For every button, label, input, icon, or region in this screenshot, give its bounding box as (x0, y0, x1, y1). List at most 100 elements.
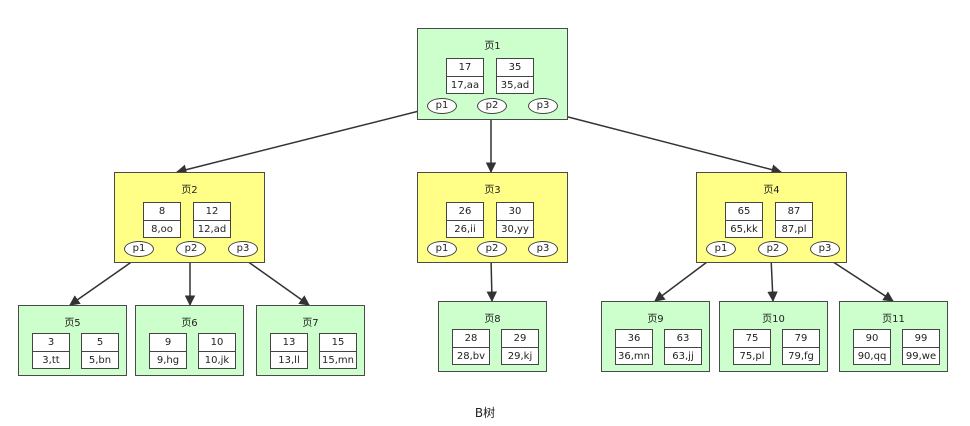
key-value: 13 (271, 334, 307, 352)
key-value: 75 (734, 330, 770, 348)
record-value: 79,fg (788, 351, 814, 362)
key-cell: 90 90,qq (853, 329, 891, 365)
key-cell: 26 26,ii (446, 202, 484, 238)
record-value: 29,kj (507, 351, 533, 362)
key-value: 99 (903, 330, 939, 348)
page-5: 页5 3 3,tt 5 5,bn (18, 305, 127, 376)
key-cell: 15 15,mn (319, 333, 357, 369)
key-cell: 87 87,pl (775, 202, 813, 238)
page-title: 页9 (647, 314, 664, 325)
key-value: 10 (199, 334, 235, 352)
pointer-p1: p1 (427, 241, 457, 257)
record-value: 9,hg (156, 355, 180, 366)
page-9: 页9 36 36,mn 63 63,jj (601, 301, 710, 372)
key-value: 12 (194, 203, 230, 221)
record-value: 13,ll (278, 355, 300, 366)
record-value: 3,tt (42, 355, 60, 366)
pointer-p1: p1 (124, 241, 154, 257)
record-value: 36,mn (618, 351, 650, 362)
key-cell: 13 13,ll (270, 333, 308, 369)
page-7: 页7 13 13,ll 15 15,mn (256, 305, 365, 376)
key-cell: 30 30,yy (496, 202, 534, 238)
record-value: 35,ad (500, 80, 530, 91)
key-value: 15 (320, 334, 356, 352)
record-value: 5,bn (88, 355, 112, 366)
record-value: 99,we (905, 351, 937, 362)
key-value: 63 (665, 330, 701, 348)
key-value: 90 (854, 330, 890, 348)
record-value: 90,qq (857, 351, 887, 362)
page-title: 页4 (763, 185, 780, 196)
edge-page3-p2 (486, 256, 498, 303)
key-value: 79 (783, 330, 819, 348)
page-2: 页2 8 8,oo 12 12,ad p1 p2 p3 (114, 172, 265, 263)
page-title: 页5 (64, 318, 81, 329)
edge-page4-p3 (823, 255, 894, 302)
key-value: 29 (502, 330, 538, 348)
edge-page2-p1 (69, 255, 141, 306)
key-cell: 79 79,fg (782, 329, 820, 365)
key-value: 28 (453, 330, 489, 348)
key-cell: 12 12,ad (193, 202, 231, 238)
page-3: 页3 26 26,ii 30 30,yy p1 p2 p3 (417, 172, 568, 263)
page-title: 页6 (181, 318, 198, 329)
key-cell: 17 17,aa (446, 58, 484, 94)
pointer-p1: p1 (427, 98, 457, 114)
key-cell: 5 5,bn (81, 333, 119, 369)
key-cell: 63 63,jj (664, 329, 702, 365)
key-value: 9 (150, 334, 186, 352)
key-cell: 99 99,we (902, 329, 940, 365)
edge-page4-p1 (654, 255, 716, 302)
key-cell: 10 10,jk (198, 333, 236, 369)
record-value: 12,ad (197, 224, 227, 235)
pointer-p2: p2 (477, 98, 507, 114)
pointer-p3: p3 (528, 241, 558, 257)
edge-page2-p3 (239, 255, 310, 306)
key-value: 36 (616, 330, 652, 348)
page-title: 页11 (882, 314, 905, 325)
record-value: 17,aa (450, 80, 480, 91)
record-value: 87,pl (781, 224, 807, 235)
page-1-root: 页1 17 17,aa 35 35,ad p1 p2 p3 (417, 28, 568, 120)
key-value: 3 (33, 334, 69, 352)
page-6: 页6 9 9,hg 10 10,jk (135, 305, 244, 376)
record-value: 15,mn (322, 355, 354, 366)
key-cell: 9 9,hg (149, 333, 187, 369)
pointer-p2: p2 (176, 241, 206, 257)
key-cell: 28 28,bv (452, 329, 490, 365)
key-value: 65 (726, 203, 762, 221)
key-cell: 65 65,kk (725, 202, 763, 238)
key-cell: 35 35,ad (496, 58, 534, 94)
pointer-p3: p3 (810, 241, 840, 257)
record-value: 75,pl (739, 351, 765, 362)
key-value: 35 (497, 59, 533, 77)
key-value: 26 (447, 203, 483, 221)
pointer-p3: p3 (228, 241, 258, 257)
record-value: 8,oo (151, 224, 173, 235)
record-value: 63,jj (672, 351, 694, 362)
page-title: 页10 (762, 314, 785, 325)
page-title: 页3 (484, 185, 501, 196)
pointer-p2: p2 (477, 241, 507, 257)
key-value: 87 (776, 203, 812, 221)
record-value: 26,ii (454, 224, 476, 235)
record-value: 30,yy (501, 224, 529, 235)
page-title: 页8 (484, 314, 501, 325)
page-10: 页10 75 75,pl 79 79,fg (719, 301, 828, 372)
page-title: 页7 (302, 318, 319, 329)
key-cell: 75 75,pl (733, 329, 771, 365)
key-value: 17 (447, 59, 483, 77)
key-value: 8 (144, 203, 180, 221)
page-4: 页4 65 65,kk 87 87,pl p1 p2 p3 (696, 172, 847, 263)
edge-root-p3 (544, 110, 783, 175)
key-value: 30 (497, 203, 533, 221)
page-8: 页8 28 28,bv 29 29,kj (438, 301, 547, 372)
key-cell: 8 8,oo (143, 202, 181, 238)
key-cell: 3 3,tt (32, 333, 70, 369)
pointer-p3: p3 (528, 98, 558, 114)
key-cell: 29 29,kj (501, 329, 539, 365)
pointer-p2: p2 (758, 241, 788, 257)
diagram-caption: B树 (474, 406, 496, 420)
